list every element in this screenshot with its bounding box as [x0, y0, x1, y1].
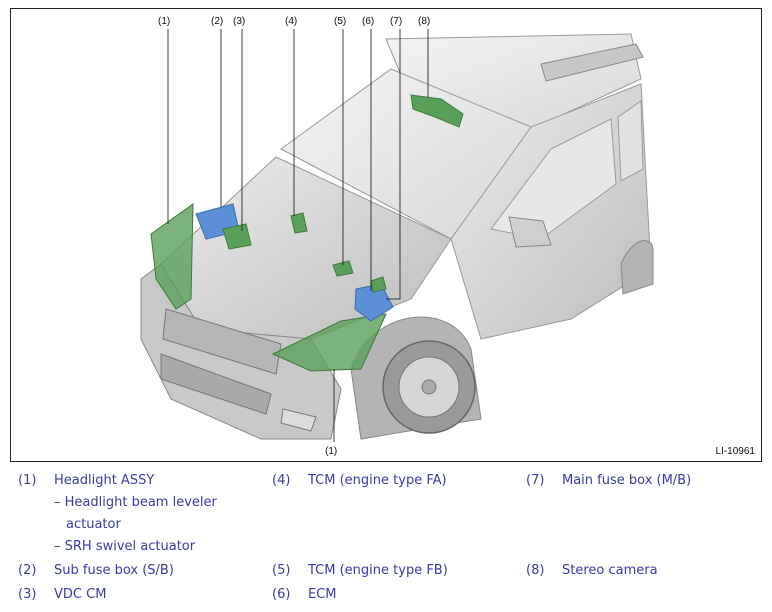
callout-1-bottom: (1): [325, 446, 337, 457]
car-illustration: (1) (2) (3) (4) (5) (6) (7) (8) (1): [140, 16, 654, 457]
callout-7: (7): [390, 16, 402, 27]
legend-number: (8): [526, 563, 545, 578]
legend-text: Headlight ASSY: [54, 473, 155, 488]
grille: [162, 308, 282, 375]
tcm-fa: [290, 212, 308, 234]
callout-1-top: (1): [158, 16, 170, 27]
legend-text: Main fuse box (M/B): [562, 473, 692, 488]
legend-number: (7): [526, 473, 545, 488]
rear-side-window: [617, 100, 644, 182]
legend-column-1: (1) Headlight ASSY – Headlight beam leve…: [18, 470, 268, 610]
headlight-assy-left: [150, 203, 194, 310]
lower-grille: [160, 353, 272, 415]
callout-6: (6): [362, 16, 374, 27]
legend-text: – Headlight beam leveler: [54, 495, 217, 510]
callout-8: (8): [418, 16, 430, 27]
legend-text: actuator: [66, 517, 121, 532]
legend-column-2: (4) TCM (engine type FA) (5) TCM (engine…: [272, 470, 522, 610]
tcm-fb: [332, 260, 354, 277]
vdc-cm: [222, 223, 252, 250]
legend-column-3: (7) Main fuse box (M/B) (8) Stereo camer…: [526, 470, 766, 610]
stereo-camera: [410, 94, 464, 128]
callout-4: (4): [285, 16, 297, 27]
roof-rail: [540, 43, 644, 82]
legend-number: (5): [272, 563, 291, 578]
headlight-assy-right: [271, 313, 387, 372]
main-fuse-box: [370, 276, 387, 293]
callout-2: (2): [211, 16, 223, 27]
legend-number: (4): [272, 473, 291, 488]
legend-number: (1): [18, 473, 37, 488]
fog-light: [280, 408, 317, 432]
legend-text: ECM: [308, 587, 337, 602]
legend-text: TCM (engine type FA): [308, 473, 447, 488]
legend-number: (2): [18, 563, 37, 578]
legend-text: Sub fuse box (S/B): [54, 563, 174, 578]
legend-text: Stereo camera: [562, 563, 658, 578]
figure-id-label: LI-10961: [715, 446, 755, 457]
legend-text: VDC CM: [54, 587, 107, 602]
legend-text: – SRH swivel actuator: [54, 539, 196, 554]
rear-wheel-arch: [620, 240, 654, 295]
leader-lines: [167, 29, 429, 442]
component-location-diagram: (1) (2) (3) (4) (5) (6) (7) (8) (1) LI-1…: [10, 8, 762, 462]
legend-text: TCM (engine type FB): [308, 563, 448, 578]
legend-number: (3): [18, 587, 37, 602]
legend-number: (6): [272, 587, 291, 602]
callout-3: (3): [233, 16, 245, 27]
callout-5: (5): [334, 16, 346, 27]
side-mirror: [508, 216, 552, 248]
